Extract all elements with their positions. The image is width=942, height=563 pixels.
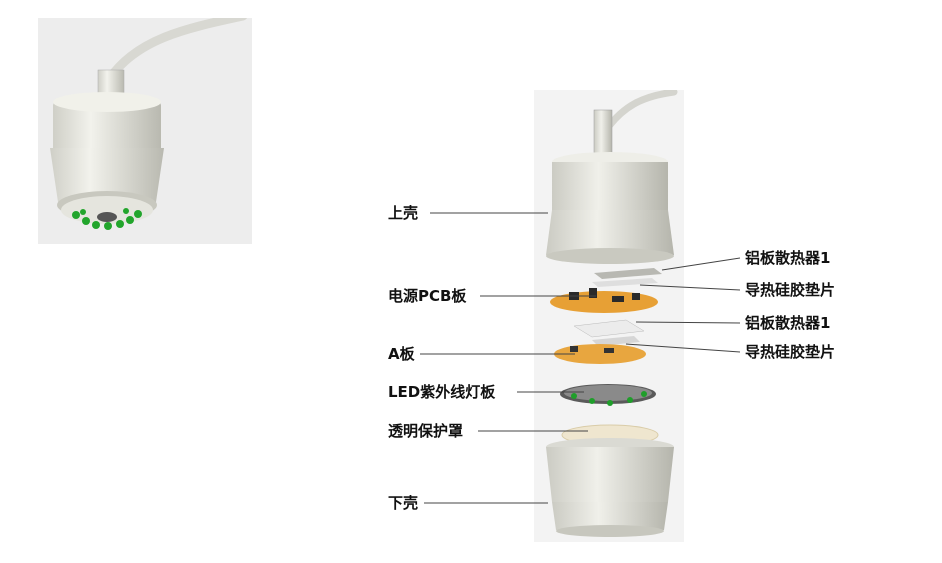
thermal-pad-1	[592, 278, 658, 287]
label-aluminum-heatsink-1a: 铝板散热器1	[745, 249, 831, 267]
a-board-part	[554, 344, 646, 364]
power-pcb-part	[550, 291, 658, 313]
thermal-pad-2	[592, 336, 640, 346]
label-power-pcb: 电源PCB板	[388, 287, 467, 305]
label-led-uv-board: LED紫外线灯板	[388, 383, 496, 401]
exploded-view	[534, 90, 684, 542]
label-lower-shell: 下壳	[388, 494, 419, 512]
heatsink-plate-1	[594, 268, 662, 279]
lower-shell-part	[546, 438, 674, 537]
product-photo	[38, 18, 252, 244]
label-thermal-pad-b: 导热硅胶垫片	[745, 343, 836, 361]
heatsink-plate-2	[573, 319, 645, 338]
label-aluminum-heatsink-1b: 铝板散热器1	[745, 314, 831, 332]
label-a-board: A板	[388, 345, 415, 363]
exploded-assembly-illustration	[546, 90, 678, 537]
label-upper-shell: 上壳	[388, 204, 419, 222]
lamp-assembled-illustration	[50, 18, 248, 230]
label-protective-cover: 透明保护罩	[388, 422, 464, 440]
cable-gland	[593, 109, 613, 157]
label-thermal-pad-a: 导热硅胶垫片	[745, 281, 836, 299]
upper-shell-part	[546, 152, 674, 264]
